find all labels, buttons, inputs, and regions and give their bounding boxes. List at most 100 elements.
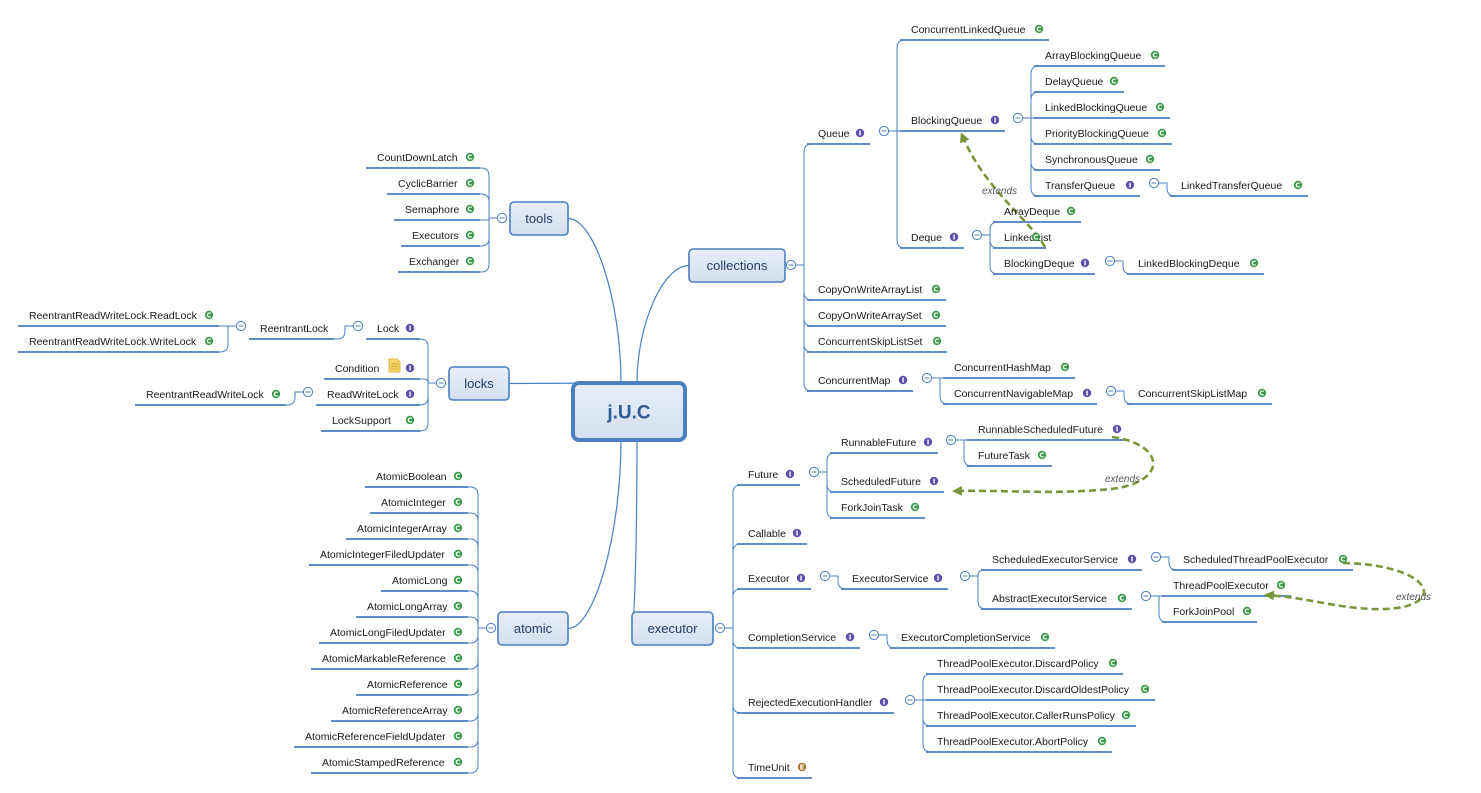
note-icon[interactable]	[388, 358, 401, 373]
collapse-toggle-icon[interactable]	[235, 320, 247, 332]
main-topic-locks[interactable]: locks	[448, 366, 510, 401]
collapse-toggle-icon[interactable]	[921, 372, 933, 384]
main-topic-collections[interactable]: collections	[688, 248, 786, 283]
collapse-toggle-icon[interactable]	[1105, 385, 1117, 397]
main-topic-atomic[interactable]: atomic	[497, 611, 569, 646]
extends-relationship[interactable]: extends	[952, 435, 1155, 496]
main-topic-executor[interactable]: executor	[631, 611, 714, 646]
collapse-toggle-icon[interactable]	[302, 386, 314, 398]
collapse-toggle-icon[interactable]	[714, 622, 726, 634]
extends-relationship[interactable]: extends	[1264, 561, 1431, 611]
topic-reentrantlock[interactable]: ReentrantLock	[260, 323, 329, 335]
collapse-toggle-icon[interactable]	[959, 570, 971, 582]
collapse-toggle-icon[interactable]	[1104, 255, 1116, 267]
central-topic[interactable]: j.U.C	[571, 381, 687, 442]
collapse-toggle-icon[interactable]	[971, 229, 983, 241]
collapse-toggle-icon[interactable]	[1012, 112, 1024, 124]
extends-relationship[interactable]: extends	[960, 132, 1047, 248]
collapse-toggle-icon[interactable]	[435, 377, 447, 389]
collapse-toggle-icon[interactable]	[878, 125, 890, 137]
collapse-toggle-icon[interactable]	[819, 570, 831, 582]
collapse-toggle-icon[interactable]	[485, 622, 497, 634]
collapse-toggle-icon[interactable]	[904, 694, 916, 706]
collapse-toggle-icon[interactable]	[1140, 590, 1152, 602]
collapse-toggle-icon[interactable]	[945, 434, 957, 446]
collapse-toggle-icon[interactable]	[1150, 551, 1162, 563]
main-topic-tools[interactable]: tools	[509, 201, 569, 236]
collapse-toggle-icon[interactable]	[496, 212, 508, 224]
collapse-toggle-icon[interactable]	[352, 320, 364, 332]
collapse-toggle-icon[interactable]	[868, 629, 880, 641]
collapse-toggle-icon[interactable]	[1148, 177, 1160, 189]
collapse-toggle-icon[interactable]	[785, 259, 797, 271]
